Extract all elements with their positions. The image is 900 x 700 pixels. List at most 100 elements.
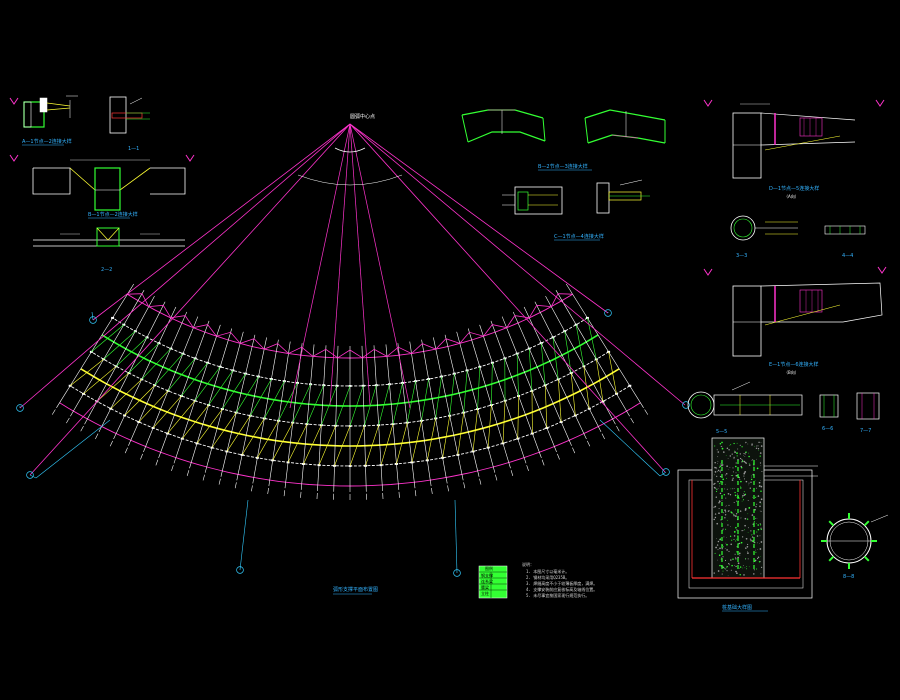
hatch-dot <box>759 462 762 464</box>
detail-e1-title: E—1节点—6连接大样 <box>769 361 819 368</box>
hatch-dot <box>719 547 721 550</box>
hatch-dot <box>719 467 721 468</box>
hatch-dot <box>728 564 730 566</box>
hatch-dot <box>756 535 759 537</box>
hatch-dot <box>724 483 726 485</box>
hatch-dot <box>743 453 745 455</box>
hatch-dot <box>757 448 760 450</box>
hatch-dot <box>714 461 716 464</box>
hatch-dot <box>727 524 729 526</box>
hatch-dot <box>740 480 742 483</box>
axis-bubble-6 <box>662 468 670 476</box>
hatch-dot <box>742 530 744 531</box>
fan-outer-tick <box>414 490 417 497</box>
axis-bubble-1 <box>89 316 97 324</box>
hatch-dot <box>722 570 724 572</box>
hatch-dot <box>725 454 727 456</box>
hatch-dot <box>732 467 734 469</box>
hatch-dot <box>748 464 751 466</box>
hatch-dot <box>716 449 718 451</box>
hatch-dot <box>720 445 722 448</box>
fan-outer-tick <box>510 470 514 476</box>
fan-rib-27 <box>220 334 256 477</box>
hatch-dot <box>726 520 728 521</box>
legend-row-1: 钢支撑 <box>481 572 493 578</box>
hatch-dot <box>757 445 759 447</box>
fan-brace <box>128 342 160 374</box>
fan-brace <box>70 359 104 387</box>
hatch-dot <box>748 566 750 568</box>
hatch-dot <box>717 469 720 472</box>
fan-rib-38 <box>56 283 135 408</box>
fan-outer-tick <box>616 425 620 432</box>
hatch-dot <box>747 551 748 552</box>
hatch-dot <box>741 459 743 461</box>
fan-rib-6 <box>501 316 557 453</box>
fan-rib-15 <box>397 343 416 489</box>
hatch-dot <box>715 490 718 492</box>
detail-b2-title: B—2节点—3连接大样 <box>538 163 588 170</box>
hatch-dot <box>717 549 719 551</box>
hatch-dot <box>715 546 717 549</box>
section-4-label: 4—4 <box>842 253 853 259</box>
hatch-dot <box>737 493 739 495</box>
hatch-dot <box>760 503 762 505</box>
hatch-dot <box>734 450 735 452</box>
hatch-dot <box>736 572 738 575</box>
fan-outer-tick <box>155 459 159 466</box>
hatch-dot <box>724 474 726 476</box>
hatch-dot <box>725 528 727 530</box>
hatch-dot <box>738 568 740 569</box>
hatch-dot <box>741 530 743 532</box>
fan-brace <box>517 395 519 439</box>
fan-brace <box>596 359 604 402</box>
hatch-dot <box>739 498 740 499</box>
hatch-dot <box>745 441 747 443</box>
hatch-dot <box>716 489 718 491</box>
hatch-dot <box>714 474 715 476</box>
section-5-label: 5—5 <box>716 429 727 435</box>
hatch-dot <box>726 549 728 551</box>
hatch-dot <box>736 497 738 498</box>
hatch-dot <box>748 507 751 509</box>
hatch-dot <box>755 551 757 553</box>
fan-brace <box>435 376 442 419</box>
hatch-dot <box>758 481 761 484</box>
fan-rib-30 <box>173 324 221 464</box>
hatch-dot <box>741 517 742 519</box>
hatch-dot <box>729 510 731 511</box>
hatch-dot <box>721 441 723 444</box>
hatch-dot <box>727 469 729 470</box>
hatch-dot <box>751 475 752 477</box>
hatch-dot <box>735 462 737 464</box>
hatch-dot <box>725 505 727 506</box>
axis-bubble-4 <box>682 401 690 409</box>
fan-rib-13 <box>421 339 448 484</box>
hatch-dot <box>741 461 743 463</box>
hatch-dot <box>760 527 762 529</box>
fan-brace <box>364 385 377 426</box>
hatch-dot <box>730 526 731 527</box>
hatch-dot <box>733 442 735 445</box>
fan-brace <box>442 415 451 458</box>
fan-bracing-plan <box>16 123 690 577</box>
hatch-dot <box>747 452 749 454</box>
fan-brace <box>318 425 336 466</box>
fan-rib-21 <box>317 345 327 492</box>
fan-rib-9 <box>467 328 511 469</box>
fan-outer-tick <box>431 487 433 494</box>
hatch-dot <box>713 467 715 469</box>
hatch-dot <box>730 569 732 571</box>
hatch-dot <box>714 516 717 519</box>
fan-brace <box>449 373 455 416</box>
hatch-dot <box>736 442 738 444</box>
hatch-dot <box>753 562 754 564</box>
fan-rib-26 <box>236 337 267 481</box>
hatch-dot <box>744 461 747 464</box>
hatch-dot <box>721 499 723 501</box>
hatch-dot <box>753 573 755 575</box>
hatch-dot <box>717 471 718 473</box>
fan-brace <box>141 348 172 380</box>
detail-section-1: 1—1 <box>109 96 150 152</box>
fan-brace <box>292 384 311 423</box>
